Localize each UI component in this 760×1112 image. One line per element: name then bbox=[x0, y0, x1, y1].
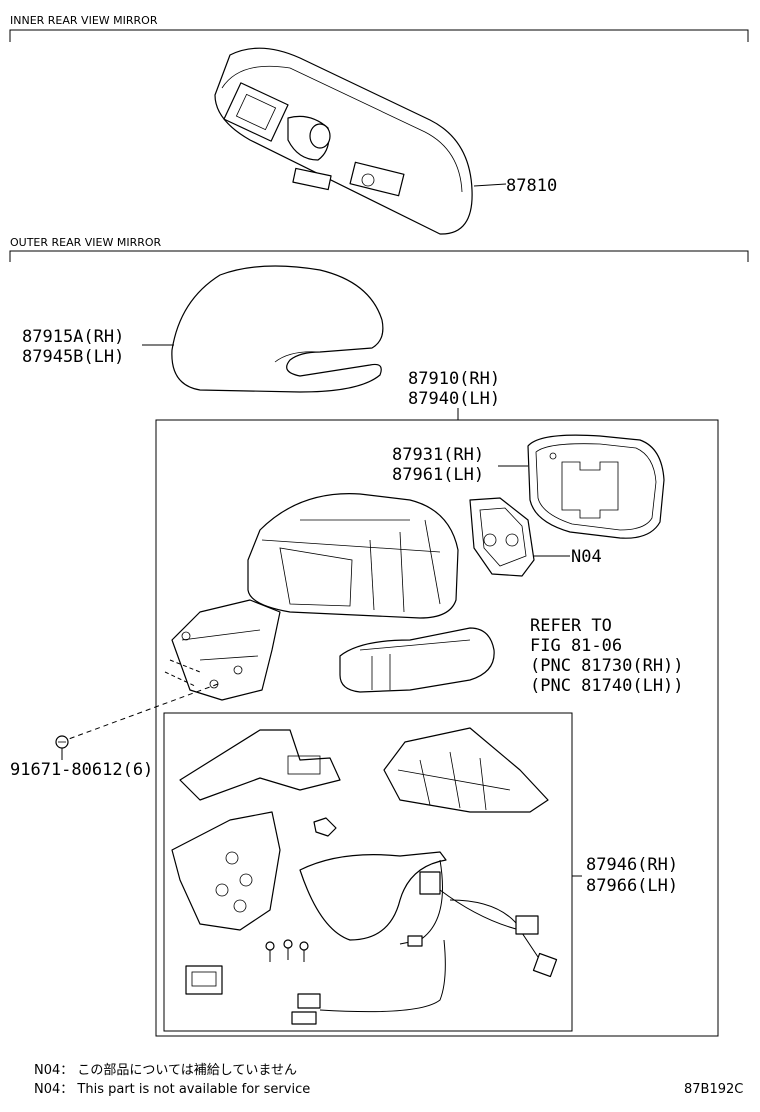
sub-assembly-parts bbox=[171, 727, 558, 1025]
label-refer-pnc-rh: (PNC 81730(RH)) bbox=[530, 656, 684, 676]
label-87940-lh: 87940(LH) bbox=[408, 389, 500, 409]
label-87931-rh: 87931(RH) bbox=[392, 445, 484, 465]
label-refer-to: REFER TO bbox=[530, 616, 612, 636]
label-87910-rh: 87910(RH) bbox=[408, 369, 500, 389]
assembly-box bbox=[155, 419, 719, 1037]
outer-section-title: OUTER REAR VIEW MIRROR bbox=[10, 236, 162, 249]
sub-assembly-box bbox=[163, 712, 573, 1032]
label-refer-pnc-lh: (PNC 81740(LH)) bbox=[530, 676, 684, 696]
inner-section-bracket bbox=[9, 29, 749, 42]
label-87915a-rh: 87915A(RH) bbox=[22, 327, 124, 347]
mirror-base-drawing bbox=[171, 599, 281, 701]
note-n04-japanese: N04： この部品については補給していません bbox=[34, 1063, 297, 1078]
screw-drawing bbox=[55, 735, 69, 760]
outer-section-bracket bbox=[9, 250, 749, 262]
figure-code: 87B192C bbox=[684, 1082, 743, 1097]
actuator-drawing bbox=[469, 497, 535, 577]
label-87810: 87810 bbox=[506, 176, 557, 196]
mirror-cover-drawing bbox=[171, 265, 384, 393]
mirror-housing-drawing bbox=[247, 493, 459, 619]
mirror-glass-drawing bbox=[527, 434, 665, 539]
inner-section-title: INNER REAR VIEW MIRROR bbox=[10, 14, 158, 27]
turn-signal-drawing bbox=[339, 627, 495, 693]
label-87966-lh: 87966(LH) bbox=[586, 876, 678, 896]
label-screw-91671: 91671-80612(6) bbox=[10, 760, 153, 780]
label-87946-rh: 87946(RH) bbox=[586, 855, 678, 875]
inner-mirror-drawing bbox=[214, 47, 473, 235]
label-n04: N04 bbox=[571, 547, 602, 567]
note-n04-english: N04： This part is not available for serv… bbox=[34, 1082, 310, 1097]
label-refer-fig: FIG 81-06 bbox=[530, 636, 622, 656]
label-87945b-lh: 87945B(LH) bbox=[22, 347, 124, 367]
label-87961-lh: 87961(LH) bbox=[392, 465, 484, 485]
